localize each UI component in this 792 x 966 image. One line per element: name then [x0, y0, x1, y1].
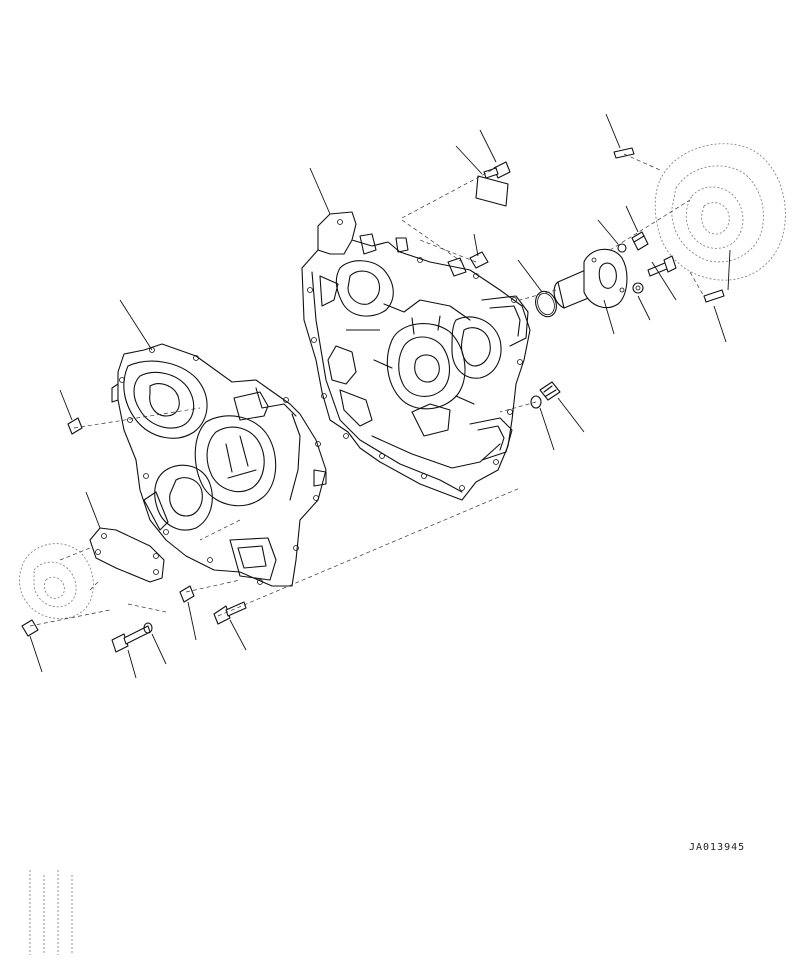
cover-plate[interactable] [89, 527, 165, 583]
plug-washer[interactable] [530, 395, 542, 409]
plug-left[interactable] [21, 619, 39, 637]
dowel-pin-right[interactable] [703, 289, 725, 303]
front-housing[interactable] [111, 343, 327, 587]
shaft-flange[interactable] [553, 248, 628, 309]
leader-lines [29, 113, 731, 679]
lock-washer[interactable] [143, 622, 153, 634]
name-plate[interactable] [475, 175, 509, 207]
flange-washer[interactable] [632, 282, 644, 294]
breather-fitting[interactable] [631, 231, 649, 251]
dowel-pin-top[interactable] [613, 147, 635, 159]
mating-flange-reference-left [19, 543, 94, 619]
drawing-reference-code: JA013945 [689, 842, 746, 853]
assembly-lines [29, 153, 707, 627]
case-plug[interactable] [469, 251, 489, 269]
hex-bolt-center[interactable] [213, 601, 247, 625]
housing-plug[interactable] [67, 417, 83, 435]
transmission-case[interactable] [301, 211, 531, 501]
mating-flange-reference-right [654, 143, 786, 281]
plug-center[interactable] [179, 585, 195, 603]
small-washer[interactable] [617, 243, 627, 253]
top-bolt[interactable] [483, 161, 511, 179]
drain-plug[interactable] [539, 381, 561, 401]
scan-artifact [29, 870, 73, 955]
flange-bolt[interactable] [647, 255, 677, 277]
